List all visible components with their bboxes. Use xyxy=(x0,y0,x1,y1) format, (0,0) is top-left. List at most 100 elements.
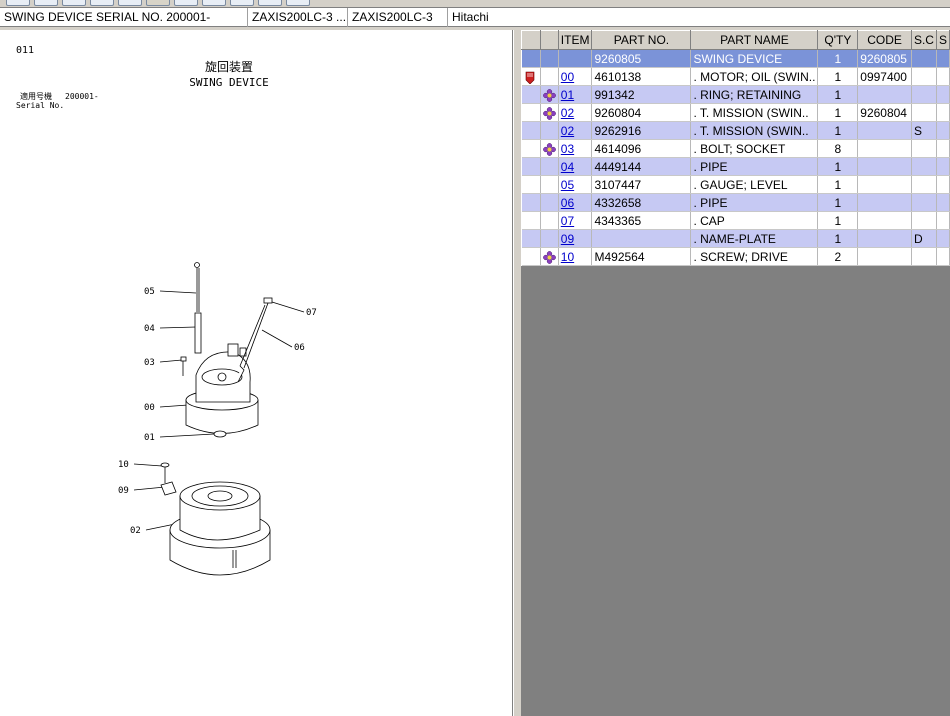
item-cell[interactable]: 10 xyxy=(558,247,593,266)
row-icon-cell[interactable] xyxy=(540,193,559,212)
parts-list-pane[interactable]: ITEM PART NO. PART NAME Q'TY CODE S.C S … xyxy=(521,30,950,716)
toolbar-button[interactable] xyxy=(286,0,310,6)
row-mark-cell[interactable] xyxy=(521,139,541,158)
item-link[interactable]: 00 xyxy=(560,69,575,84)
toolbar-button[interactable] xyxy=(146,0,170,6)
item-cell[interactable]: 06 xyxy=(558,193,593,212)
part-name-cell: . PIPE xyxy=(690,193,819,212)
item-link[interactable]: 02 xyxy=(560,105,575,120)
pencil-icon[interactable] xyxy=(524,69,537,84)
s-cell xyxy=(936,49,950,68)
pane-splitter[interactable] xyxy=(513,30,521,716)
flower-icon[interactable] xyxy=(542,87,556,102)
toolbar-button[interactable] xyxy=(90,0,114,6)
sc-cell xyxy=(911,139,937,158)
row-mark-cell[interactable] xyxy=(521,247,541,266)
item-link[interactable]: 10 xyxy=(560,249,575,264)
flower-icon[interactable] xyxy=(542,249,556,264)
callout-05: 05 xyxy=(144,287,155,297)
column-header-s[interactable]: S xyxy=(935,30,950,50)
item-cell[interactable]: 04 xyxy=(558,157,593,176)
item-link[interactable]: 09 xyxy=(560,231,575,246)
item-link[interactable]: 06 xyxy=(560,195,575,210)
flower-icon[interactable] xyxy=(542,105,556,120)
part-name-cell: . T. MISSION (SWIN.. xyxy=(690,121,819,140)
row-icon-cell[interactable] xyxy=(540,229,559,248)
column-header-qty[interactable]: Q'TY xyxy=(817,30,859,50)
qty-cell: 1 xyxy=(817,67,859,86)
diagram-pane[interactable]: 011 旋回装置 SWING DEVICE 適用号機 200001- Seria… xyxy=(0,30,513,716)
qty-cell: 1 xyxy=(817,211,859,230)
row-icon-cell[interactable] xyxy=(540,103,559,122)
part-no-cell: 9260804 xyxy=(591,103,692,122)
item-cell[interactable]: 05 xyxy=(558,175,593,194)
table-header-row: ITEM PART NO. PART NAME Q'TY CODE S.C S xyxy=(521,30,950,50)
toolbar-button[interactable] xyxy=(230,0,254,6)
row-icon-cell[interactable] xyxy=(540,85,559,104)
column-header-part-no[interactable]: PART NO. xyxy=(591,30,692,50)
row-icon-cell[interactable] xyxy=(540,139,559,158)
toolbar-button[interactable] xyxy=(62,0,86,6)
item-link[interactable]: 01 xyxy=(560,87,575,102)
column-header-mark[interactable] xyxy=(521,30,541,50)
part-no-cell: 9262916 xyxy=(591,121,692,140)
flower-icon[interactable] xyxy=(542,141,556,156)
row-icon-cell[interactable] xyxy=(540,49,559,68)
row-icon-cell[interactable] xyxy=(540,247,559,266)
row-mark-cell[interactable] xyxy=(521,157,541,176)
item-cell[interactable]: 01 xyxy=(558,85,593,104)
item-cell[interactable]: 07 xyxy=(558,211,593,230)
row-mark-cell[interactable] xyxy=(521,193,541,212)
row-icon-cell[interactable] xyxy=(540,157,559,176)
row-icon-cell[interactable] xyxy=(540,175,559,194)
row-icon-cell[interactable] xyxy=(540,67,559,86)
item-link[interactable]: 04 xyxy=(560,159,575,174)
row-mark-cell[interactable] xyxy=(521,211,541,230)
item-link[interactable]: 02 xyxy=(560,123,575,138)
toolbar-button[interactable] xyxy=(6,0,30,6)
toolbar-button[interactable] xyxy=(202,0,226,6)
item-cell[interactable]: 03 xyxy=(558,139,593,158)
item-link[interactable]: 03 xyxy=(560,141,575,156)
item-link[interactable]: 05 xyxy=(560,177,575,192)
item-link[interactable]: 07 xyxy=(560,213,575,228)
column-header-code[interactable]: CODE xyxy=(857,30,912,50)
column-header-item[interactable]: ITEM xyxy=(557,30,593,50)
item-cell[interactable]: 02 xyxy=(558,103,593,122)
part-no-cell xyxy=(591,229,692,248)
toolbar-button[interactable] xyxy=(118,0,142,6)
row-mark-cell[interactable] xyxy=(521,229,541,248)
column-header-icon[interactable] xyxy=(539,30,559,50)
item-cell[interactable]: 02 xyxy=(558,121,593,140)
item-cell[interactable]: 09 xyxy=(558,229,593,248)
row-mark-cell[interactable] xyxy=(521,85,541,104)
row-mark-cell[interactable] xyxy=(521,121,541,140)
toolbar-button[interactable] xyxy=(258,0,282,6)
code-cell xyxy=(857,85,912,104)
item-cell[interactable]: 00 xyxy=(558,67,593,86)
row-mark-cell[interactable] xyxy=(521,49,541,68)
row-mark-cell[interactable] xyxy=(521,103,541,122)
row-mark-cell[interactable] xyxy=(521,175,541,194)
toolbar-button[interactable] xyxy=(174,0,198,6)
row-icon-cell[interactable] xyxy=(540,211,559,230)
sc-cell xyxy=(911,211,937,230)
row-mark-cell[interactable] xyxy=(521,67,541,86)
toolbar-button[interactable] xyxy=(34,0,58,6)
item-cell[interactable] xyxy=(558,49,593,68)
column-header-part-name[interactable]: PART NAME xyxy=(690,30,819,50)
row-icon-cell[interactable] xyxy=(540,121,559,140)
column-header-sc[interactable]: S.C xyxy=(910,30,937,50)
